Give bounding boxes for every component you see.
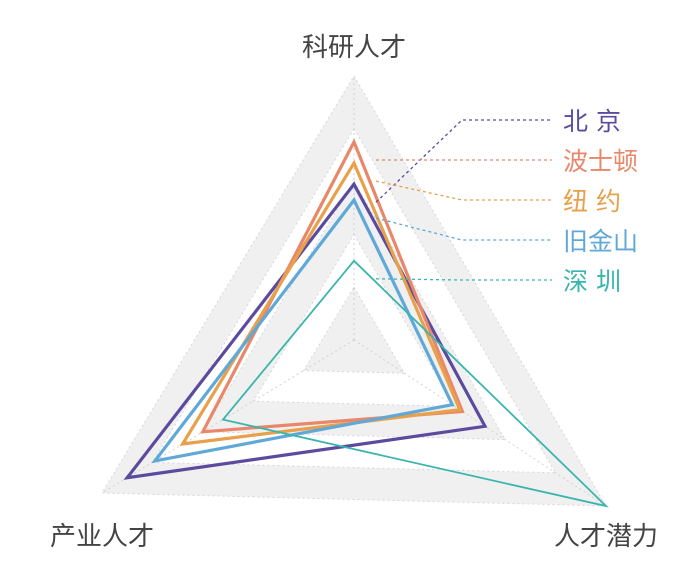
radar-ring-outline-4 [151,127,557,474]
series-polygon-shenzhen [221,259,609,508]
legend-item-newyork: 纽 约 [563,187,621,216]
legend-item-boston: 波士顿 [563,147,638,176]
axis-labels: 科研人才 人才潜力 产业人才 [50,33,658,552]
legend-item-shenzhen: 深 圳 [563,267,621,296]
series-polygon-newyork [179,159,463,446]
radar-ring-outline-5 [101,75,607,507]
series-polygon-sanfrancisco [151,197,455,464]
axis-label-research: 科研人才 [302,33,406,63]
axis-label-potential: 人才潜力 [554,522,658,552]
radar-spokes [101,76,607,507]
legend: 北 京 波士顿 纽 约 旧金山 深 圳 [563,107,638,296]
legend-leader-shenzhen [375,278,552,281]
legend-leader-lines [375,119,552,281]
radar-ring-outline-3 [201,180,507,441]
radar-spoke-industry [101,339,355,494]
legend-item-beijing: 北 京 [563,107,621,136]
radar-ring-band-1 [303,287,405,374]
axis-label-industry: 产业人才 [50,522,154,552]
radar-rings [101,75,607,507]
radar-ring-outline-1 [302,286,406,374]
radar-spoke-potential [353,339,607,507]
radar-ring-outline-2 [252,233,456,407]
radar-series [123,138,609,508]
legend-item-sanfrancisco: 旧金山 [563,227,638,256]
